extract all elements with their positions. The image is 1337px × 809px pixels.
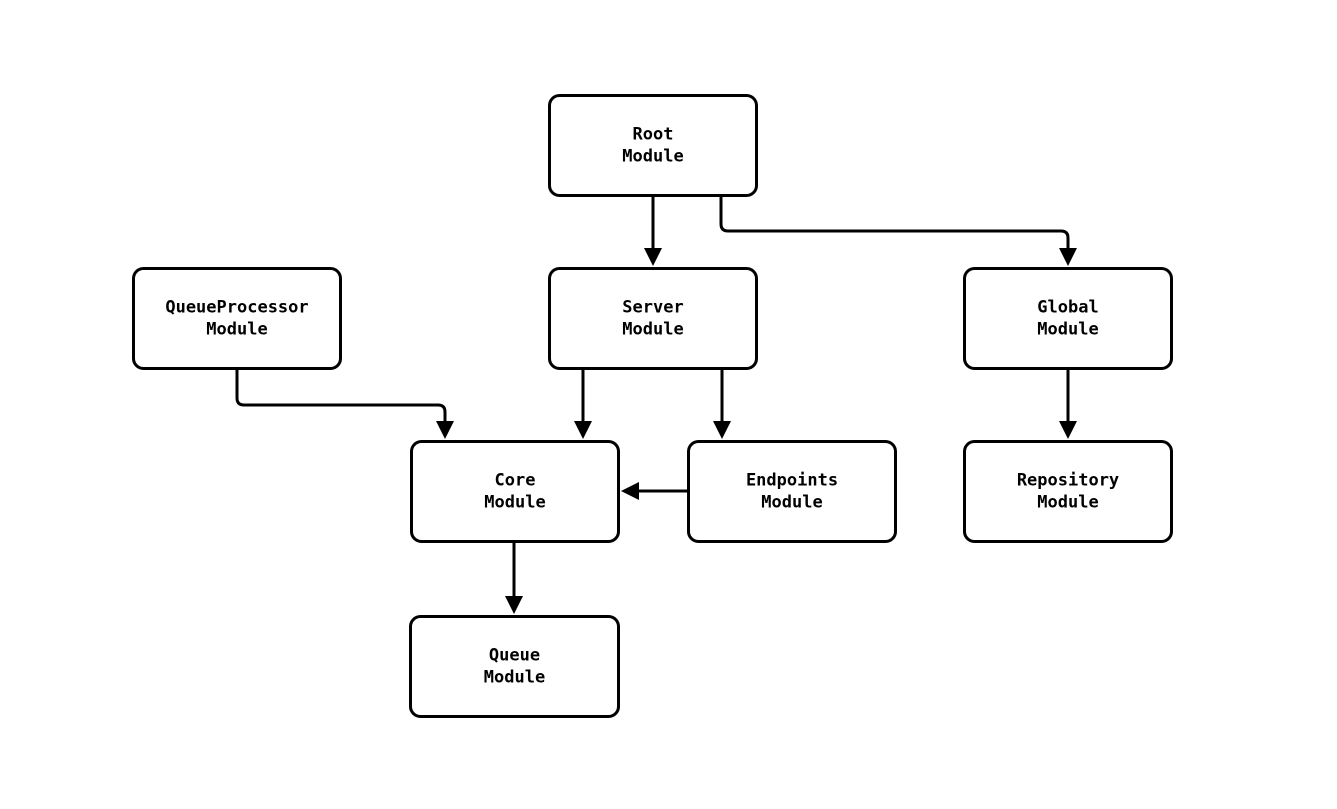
node-label-line1: Repository bbox=[1017, 471, 1119, 491]
arrowhead-icon bbox=[436, 421, 454, 439]
arrowhead-icon bbox=[713, 421, 731, 439]
node-box[interactable] bbox=[687, 440, 897, 543]
node-label-line1: Core bbox=[495, 471, 536, 491]
node-label-line2: Module bbox=[622, 320, 683, 340]
node-label-line1: QueueProcessor bbox=[165, 298, 308, 318]
edge-server-to-endpoints bbox=[713, 370, 731, 439]
edge-endpoints-to-core bbox=[621, 482, 687, 500]
node-box[interactable] bbox=[963, 267, 1173, 370]
node-label-line2: Module bbox=[484, 493, 545, 513]
node-label-line2: Module bbox=[1037, 493, 1098, 513]
node-label-line1: Endpoints bbox=[746, 471, 838, 491]
arrowhead-icon bbox=[621, 482, 639, 500]
arrowhead-icon bbox=[1059, 421, 1077, 439]
node-box[interactable] bbox=[963, 440, 1173, 543]
node-label-line2: Module bbox=[622, 147, 683, 167]
edge-root-to-global bbox=[719, 197, 1077, 266]
node-label-line1: Server bbox=[622, 298, 683, 318]
edge-server-to-core bbox=[574, 370, 592, 439]
node-label-line2: Module bbox=[206, 320, 267, 340]
arrowhead-icon bbox=[505, 596, 523, 614]
node-box[interactable] bbox=[548, 267, 758, 370]
node-label-line1: Queue bbox=[489, 646, 540, 666]
edge-line bbox=[719, 197, 1070, 252]
node-label-line2: Module bbox=[761, 493, 822, 513]
node-label-line2: Module bbox=[1037, 320, 1098, 340]
arrowhead-icon bbox=[1059, 248, 1077, 266]
node-box[interactable] bbox=[410, 440, 620, 543]
node-box[interactable] bbox=[409, 615, 620, 718]
edge-queueprocessor-to-core bbox=[235, 370, 454, 439]
node-label-line2: Module bbox=[484, 668, 545, 688]
edge-line bbox=[235, 370, 447, 425]
edge-core-to-queue bbox=[505, 543, 523, 614]
node-box[interactable] bbox=[132, 267, 342, 370]
arrowhead-icon bbox=[644, 248, 662, 266]
arrowhead-icon bbox=[574, 421, 592, 439]
node-label-line1: Global bbox=[1037, 298, 1098, 318]
node-box[interactable] bbox=[548, 94, 758, 197]
node-label-line1: Root bbox=[633, 125, 674, 145]
edges-layer bbox=[235, 197, 1077, 614]
edge-global-to-repository bbox=[1059, 370, 1077, 439]
edge-root-to-server bbox=[644, 197, 662, 266]
nodes-layer: RootModuleQueueProcessorModuleServerModu… bbox=[132, 94, 1173, 718]
